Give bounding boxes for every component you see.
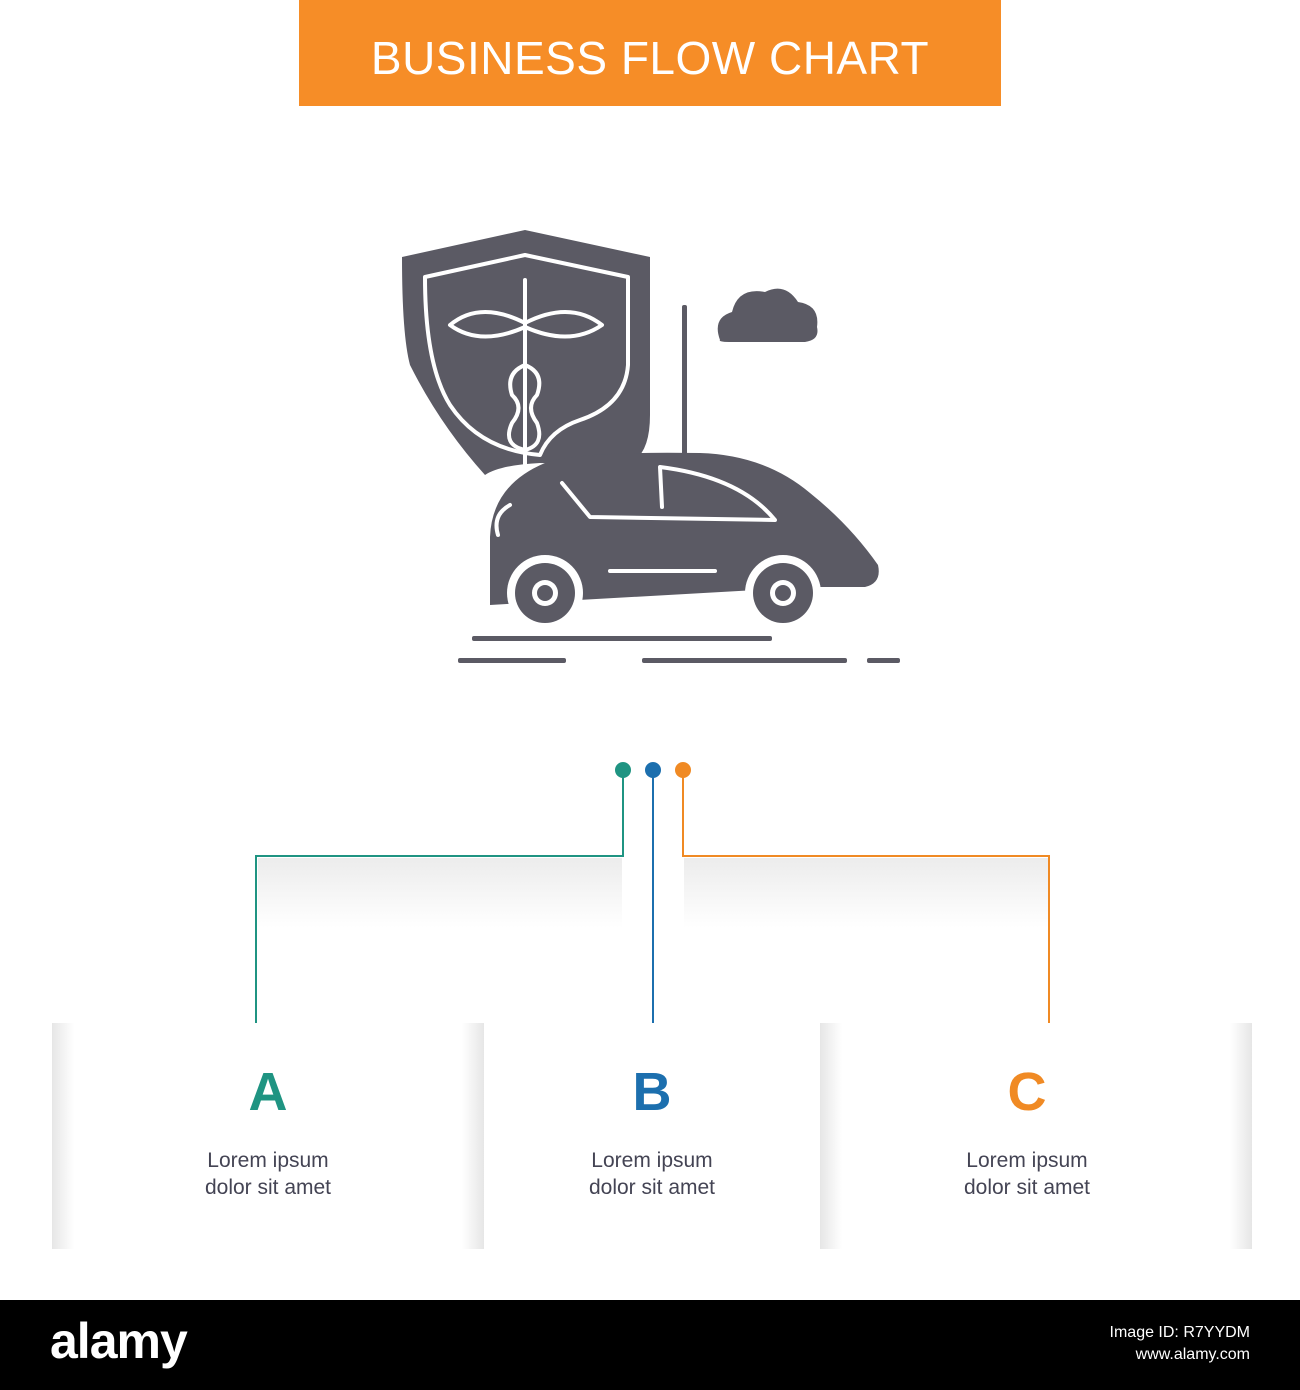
- connector-dot-b: [645, 762, 661, 778]
- image-id: Image ID: R7YYDM: [1109, 1324, 1250, 1341]
- step-letter: C: [1007, 1062, 1047, 1122]
- step-text-line2: dolor sit amet: [588, 1176, 716, 1199]
- connector-dot-a: [615, 762, 631, 778]
- step-card-a: A Lorem ipsum dolor sit amet: [52, 1023, 484, 1249]
- connector-dot-c: [675, 762, 691, 778]
- speed-line: [682, 305, 687, 465]
- image-url: www.alamy.com: [1135, 1346, 1250, 1363]
- page-title: BUSINESS FLOW CHART: [370, 32, 930, 84]
- shield-inner-outline: [423, 253, 630, 457]
- watermark-footer: alamy Image ID: R7YYDM www.alamy.com: [0, 1300, 1300, 1390]
- road-line: [867, 658, 900, 663]
- car-window: [560, 465, 777, 522]
- step-text-line1: Lorem ipsum: [591, 1149, 713, 1172]
- image-info: Image ID: R7YYDM www.alamy.com: [1110, 1322, 1250, 1366]
- road-line: [642, 658, 847, 663]
- step-text: Lorem ipsum dolor sit amet: [802, 1147, 1252, 1201]
- car-insurance-icon: [380, 215, 920, 685]
- title-banner: BUSINESS FLOW CHART: [299, 0, 1001, 106]
- step-letter: A: [248, 1062, 288, 1122]
- road-line: [472, 636, 772, 641]
- road-line: [458, 658, 566, 663]
- step-letter: B: [632, 1062, 672, 1122]
- step-text-line1: Lorem ipsum: [207, 1149, 329, 1172]
- step-card-c: C Lorem ipsum dolor sit amet: [820, 1023, 1252, 1249]
- cloud-icon: [717, 288, 818, 342]
- step-text-line2: dolor sit amet: [963, 1176, 1091, 1199]
- alamy-logo: alamy: [50, 1313, 188, 1369]
- caduceus-snake: [507, 363, 542, 452]
- caduceus-wings: [448, 310, 604, 339]
- step-card-b: B Lorem ipsum dolor sit amet: [484, 1023, 820, 1249]
- step-text: Lorem ipsum dolor sit amet: [484, 1147, 820, 1201]
- step-text: Lorem ipsum dolor sit amet: [52, 1147, 484, 1201]
- shadow-band-left: [258, 858, 622, 928]
- car-front: [494, 503, 512, 537]
- shadow-band-right: [684, 858, 1048, 928]
- step-text-line2: dolor sit amet: [204, 1176, 332, 1199]
- step-text-line1: Lorem ipsum: [966, 1149, 1088, 1172]
